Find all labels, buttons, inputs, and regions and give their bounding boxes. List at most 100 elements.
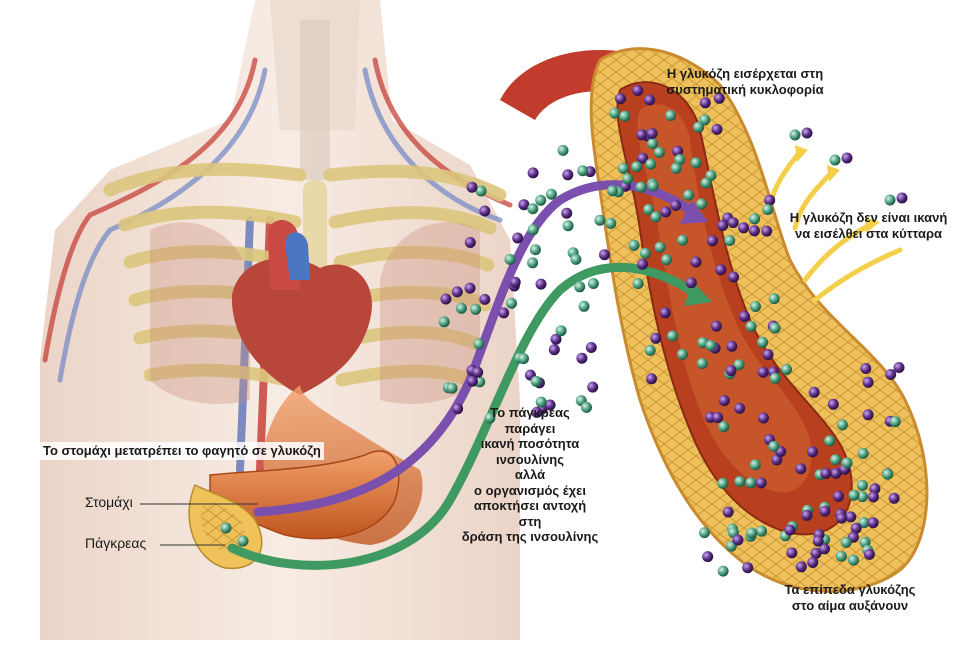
glucose-particle bbox=[807, 446, 818, 457]
insulin-particle bbox=[650, 211, 661, 222]
glucose-particle bbox=[465, 237, 476, 248]
insulin-particle bbox=[645, 159, 656, 170]
glucose-particle bbox=[819, 506, 830, 517]
insulin-particle bbox=[588, 278, 599, 289]
insulin-particle bbox=[570, 254, 581, 265]
insulin-particle bbox=[556, 325, 567, 336]
insulin-particle bbox=[699, 527, 710, 538]
insulin-particle bbox=[745, 477, 756, 488]
glucose-particle bbox=[715, 264, 726, 275]
glucose-particle bbox=[536, 279, 547, 290]
label-glucose-cannot-enter-line-2: να εισέλθει στα κύτταρα bbox=[766, 226, 971, 242]
glucose-particle bbox=[647, 128, 658, 139]
glucose-particle bbox=[784, 525, 795, 536]
insulin-particle bbox=[535, 195, 546, 206]
pp-line-5: αλλά bbox=[455, 467, 605, 483]
glucose-particle bbox=[758, 413, 769, 424]
glucose-particle bbox=[738, 222, 749, 233]
insulin-particle bbox=[528, 224, 539, 235]
insulin-particle bbox=[579, 301, 590, 312]
glucose-particle bbox=[809, 387, 820, 398]
glucose-particle bbox=[452, 286, 463, 297]
insulin-particle bbox=[734, 476, 745, 487]
insulin-particle bbox=[648, 180, 659, 191]
insulin-particle bbox=[830, 454, 841, 465]
glucose-particle bbox=[860, 363, 871, 374]
insulin-particle bbox=[696, 198, 707, 209]
glucose-particle bbox=[660, 307, 671, 318]
insulin-particle bbox=[890, 416, 901, 427]
insulin-particle bbox=[619, 111, 630, 122]
insulin-particle bbox=[518, 353, 529, 364]
glucose-particle bbox=[711, 321, 722, 332]
insulin-particle bbox=[221, 523, 232, 534]
label-stomach-converts: Το στομάχι μετατρέπει το φαγητό σε γλυκό… bbox=[40, 442, 324, 460]
glucose-particle bbox=[636, 129, 647, 140]
insulin-particle bbox=[473, 338, 484, 349]
insulin-particle bbox=[757, 337, 768, 348]
glucose-particle bbox=[739, 311, 750, 322]
pp-line-9: δράση της ινσουλίνης bbox=[455, 529, 605, 545]
glucose-particle bbox=[821, 468, 832, 479]
glucose-particle bbox=[465, 283, 476, 294]
insulin-particle bbox=[705, 340, 716, 351]
glucose-particle bbox=[831, 468, 842, 479]
glucose-particle bbox=[801, 510, 812, 521]
glucose-particle bbox=[897, 193, 908, 204]
insulin-particle bbox=[770, 323, 781, 334]
insulin-particle bbox=[683, 190, 694, 201]
glucose-particle bbox=[561, 208, 572, 219]
insulin-particle bbox=[645, 345, 656, 356]
insulin-particle bbox=[701, 178, 712, 189]
insulin-particle bbox=[836, 551, 847, 562]
glucose-particle bbox=[842, 153, 853, 164]
insulin-particle bbox=[691, 157, 702, 168]
insulin-particle bbox=[238, 536, 249, 547]
insulin-particle bbox=[655, 242, 666, 253]
insulin-particle bbox=[768, 441, 779, 452]
insulin-particle bbox=[717, 478, 728, 489]
glucose-particle bbox=[813, 536, 824, 547]
insulin-particle bbox=[697, 358, 708, 369]
glucose-particle bbox=[719, 395, 730, 406]
insulin-particle bbox=[882, 469, 893, 480]
insulin-particle bbox=[636, 182, 647, 193]
insulin-particle bbox=[563, 220, 574, 231]
glucose-particle bbox=[786, 547, 797, 558]
glucose-particle bbox=[807, 557, 818, 568]
glucose-particle bbox=[686, 277, 697, 288]
label-glucose-levels-line-1: Τα επίπεδα γλυκόζης bbox=[755, 582, 945, 598]
glucose-particle bbox=[764, 195, 775, 206]
glucose-particle bbox=[864, 549, 875, 560]
insulin-particle bbox=[607, 185, 618, 196]
glucose-particle bbox=[734, 403, 745, 414]
insulin-particle bbox=[631, 161, 642, 172]
glucose-particle bbox=[723, 507, 734, 518]
glucose-particle bbox=[756, 477, 767, 488]
insulin-particle bbox=[849, 490, 860, 501]
glucose-particle bbox=[795, 463, 806, 474]
insulin-particle bbox=[746, 528, 757, 539]
glucose-particle bbox=[702, 551, 713, 562]
label-glucose-enters-line-1: Η γλυκόζη εισέρχεται στη bbox=[640, 66, 850, 82]
insulin-particle bbox=[750, 301, 761, 312]
glucose-particle bbox=[549, 344, 560, 355]
glucose-particle bbox=[726, 365, 737, 376]
insulin-particle bbox=[770, 373, 781, 384]
glucose-particle bbox=[868, 517, 879, 528]
glucose-particle bbox=[717, 220, 728, 231]
insulin-particle bbox=[470, 304, 481, 315]
glucose-particle bbox=[833, 491, 844, 502]
glucose-particle bbox=[512, 233, 523, 244]
glucose-particle bbox=[479, 206, 490, 217]
label-glucose-levels-line-2: στο αίμα αυξάνουν bbox=[755, 598, 945, 614]
pp-line-8: στη bbox=[455, 514, 605, 530]
insulin-particle bbox=[546, 189, 557, 200]
glucose-particle bbox=[472, 367, 483, 378]
insulin-particle bbox=[693, 122, 704, 133]
pp-line-6: ο οργανισμός έχει bbox=[455, 483, 605, 499]
insulin-particle bbox=[677, 349, 688, 360]
insulin-particle bbox=[594, 215, 605, 226]
insulin-particle bbox=[746, 321, 757, 332]
glucose-particle bbox=[562, 169, 573, 180]
